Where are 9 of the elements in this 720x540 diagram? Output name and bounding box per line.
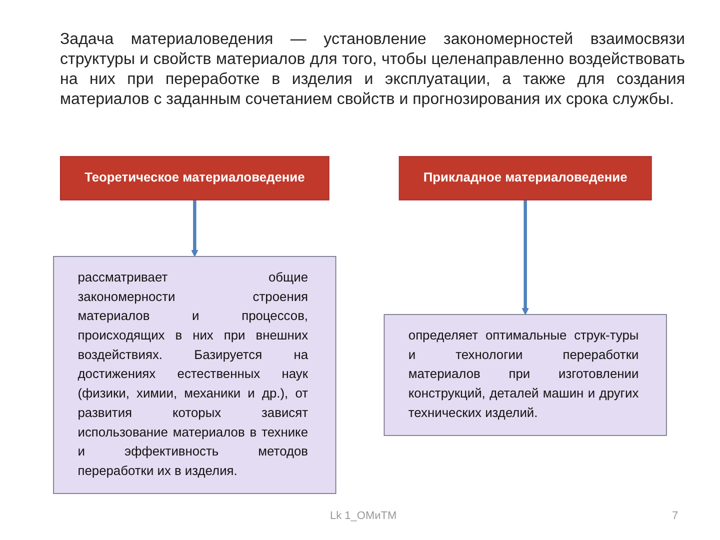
arrow [191, 200, 198, 257]
task-statement: Задача материаловедения — установление закономерностей взаимосвязи структуры и свойств материалов для того, чтобы целенаправленно воздействовать на них при переработке в изделия и эксплуатации, а также для создания материалов с заданным сочетанием свойств и прогнозирования их срока службы. [60, 30, 685, 110]
footer-text: Lk 1_ОМиТМ [330, 510, 397, 522]
node-box: определяет оптимальные струк-туры и технологии переработки материалов при изготовлении конструкций, деталей машин и других технических изделий. [384, 314, 667, 436]
node-box: Теоретическое материаловедение [60, 156, 330, 200]
page-number: 7 [672, 510, 678, 522]
node-box: Прикладное материаловедение [398, 156, 652, 200]
arrow [522, 200, 529, 315]
node-box: рассматривает общие закономерности строения материалов и процессов, происходящих в них при внешних воздействиях. Базируется на достижениях естественных наук (физики, химии, механики и др.), от развития которых зависят использование материалов в технике и эффективность методов переработки их в изделия. [53, 256, 336, 494]
